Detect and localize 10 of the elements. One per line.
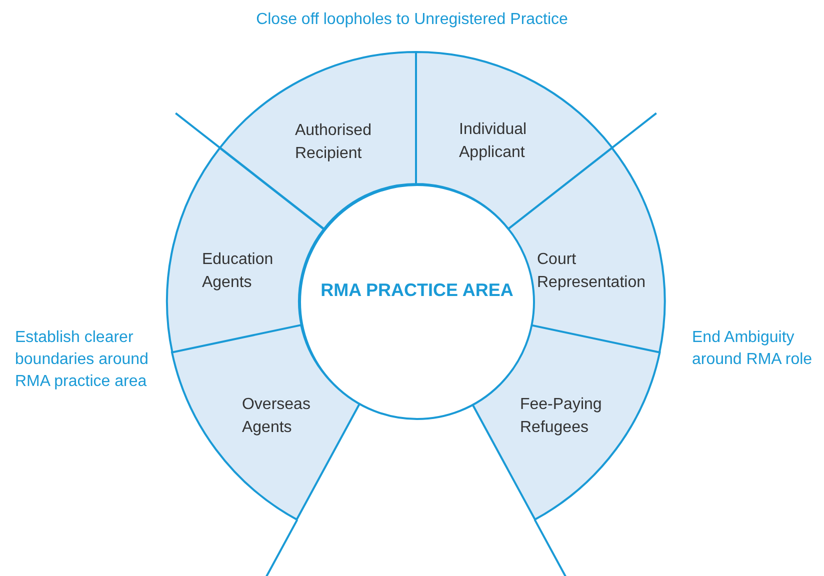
goal-note: Close off loopholes to Unregistered Practice [255,10,569,30]
segment-label: Individual Applicant [459,120,528,163]
segment-label: Education Agents [202,250,274,293]
segment-label: Court Representation [536,250,646,293]
goal-note: Establish clearer boundaries around RMA practice area [15,328,150,392]
center-title: RMA PRACTICE AREA [320,280,514,300]
segment-label: Overseas Agents [242,394,312,438]
segment-label: Fee-Paying Refugees [520,394,603,438]
goal-note: End Ambiguity around RMA role [692,328,814,370]
segment-label: Authorised Recipient [294,121,372,164]
